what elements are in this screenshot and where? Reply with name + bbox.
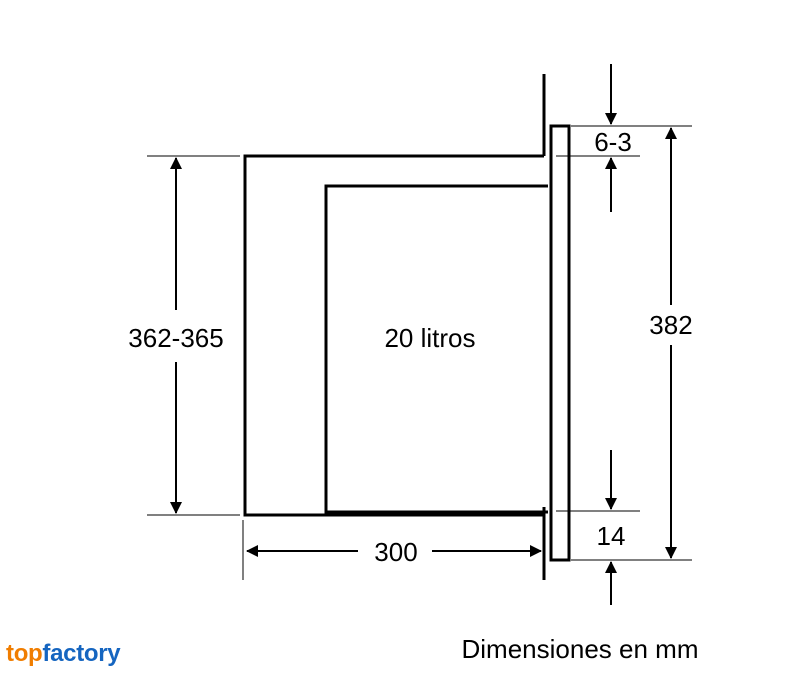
dim-top-gap: 6-3 bbox=[594, 127, 632, 157]
logo-part-factory: factory bbox=[42, 640, 121, 667]
cavity-outline bbox=[324, 184, 548, 514]
dim-bottom-gap: 14 bbox=[597, 521, 626, 551]
dim-depth: 300 bbox=[374, 537, 417, 567]
dim-height-left: 362-365 bbox=[128, 323, 223, 353]
topfactory-logo: topfactory bbox=[6, 640, 121, 668]
dim-height-right: 382 bbox=[649, 310, 692, 340]
volume-label: 20 litros bbox=[384, 323, 475, 353]
logo-part-top: top bbox=[6, 640, 43, 667]
housing-outline bbox=[243, 154, 544, 517]
units-caption: Dimensiones en mm bbox=[462, 634, 699, 664]
front-panel bbox=[549, 124, 571, 562]
